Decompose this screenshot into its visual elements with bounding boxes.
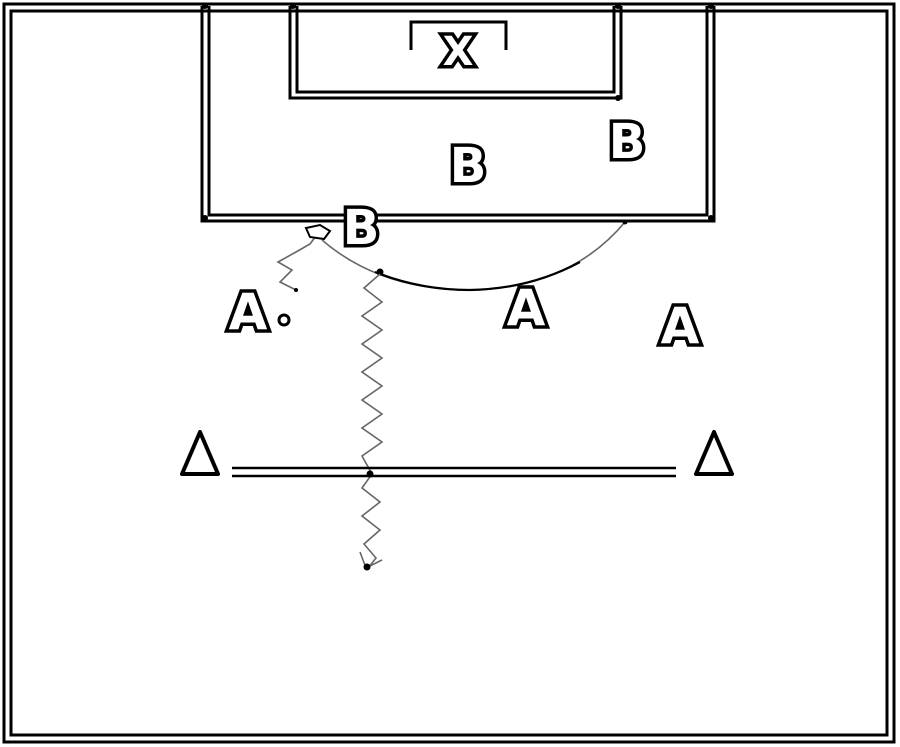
dribble-path-vertical (360, 273, 384, 569)
triangle-cone-icon (694, 430, 734, 476)
goal-frame (409, 20, 508, 50)
field-inner-border (9, 9, 889, 737)
goal-label-x: X (443, 29, 474, 75)
line-junctions (202, 3, 714, 221)
dribble-arrowhead (359, 551, 383, 570)
player-label-a-left: A (229, 283, 268, 341)
player-label-b-edge: B (343, 200, 380, 256)
player-label-a-center: A (507, 279, 546, 337)
player-label-a-right: A (661, 297, 700, 355)
goal-area (288, 6, 623, 100)
player-label-b-right: B (609, 114, 646, 170)
penalty-area (200, 6, 716, 223)
triangle-cone-icon (180, 430, 220, 476)
ball-icon (277, 313, 291, 327)
pass-arc-emphasis (374, 261, 581, 292)
ball-icon (304, 223, 332, 241)
gate-line (232, 466, 676, 478)
player-label-b-center: B (450, 138, 487, 194)
dribble-path-left (276, 235, 317, 291)
